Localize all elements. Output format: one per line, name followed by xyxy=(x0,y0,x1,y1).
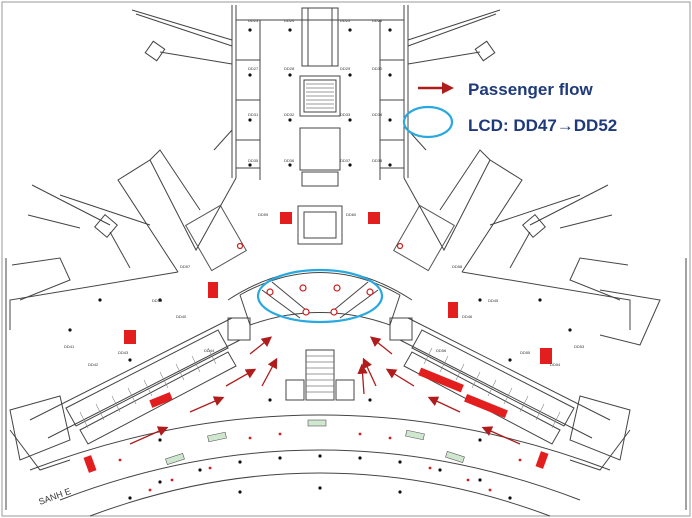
gate-code-label: DD29 xyxy=(340,66,351,71)
legend-flow-label: Passenger flow xyxy=(468,80,593,99)
gate-code-label: DD36 xyxy=(284,158,295,163)
gate-code-label: DD55 xyxy=(520,350,531,355)
gate-counters xyxy=(165,419,465,466)
gate-code-label: DD44 xyxy=(204,348,215,353)
gate-code-label: DD25 xyxy=(340,18,351,23)
gate-code-label: DD39 xyxy=(152,298,163,303)
gate-code-label: DD23 xyxy=(248,18,259,23)
gate-code-label: DD34 xyxy=(372,112,383,117)
gate-code-label: DD46 xyxy=(462,314,473,319)
gate-code-label: DD43 xyxy=(118,350,129,355)
gate-code-label: DD30 xyxy=(372,66,383,71)
gate-code-label: DD32 xyxy=(284,112,295,117)
gate-code-label: DD45 xyxy=(488,298,499,303)
lower-red-dots xyxy=(118,432,522,492)
gate-code-label: DD59 xyxy=(258,212,269,217)
gate-code-label: DD24 xyxy=(284,18,295,23)
gate-code-label: DD37 xyxy=(340,158,351,163)
passenger-flow-arrows xyxy=(129,336,521,445)
hall-label: SANH E xyxy=(37,486,72,507)
gate-code-label: DD41 xyxy=(64,344,75,349)
gate-code-label: DD35 xyxy=(248,158,259,163)
gate-code-label: DD56 xyxy=(436,348,447,353)
gate-code-label: DD33 xyxy=(340,112,351,117)
gate-code-label: DD42 xyxy=(88,362,99,367)
lower-concourse xyxy=(9,317,631,517)
gate-code-label: DD31 xyxy=(248,112,259,117)
gate-detail-right xyxy=(423,347,561,429)
legend-lcd-ellipse xyxy=(402,105,454,139)
upper-pier xyxy=(231,5,409,187)
legend-flow-arrow-head xyxy=(442,82,454,94)
gate-code-label: DD27 xyxy=(248,66,259,71)
gate-code-label: DD57 xyxy=(180,264,191,269)
gate-code-label: DD40 xyxy=(176,314,187,319)
gate-code-label: DD38 xyxy=(372,158,383,163)
gate-code-label: DD28 xyxy=(284,66,295,71)
left-wing-structure xyxy=(5,149,237,510)
gate-detail-left xyxy=(79,347,217,429)
gate-code-label: DD26 xyxy=(372,18,383,23)
lcd-screens xyxy=(83,212,552,473)
legend xyxy=(402,82,454,139)
legend-lcd-label: LCD: DD47→DD52 xyxy=(468,116,618,135)
gate-code-label: DD58 xyxy=(452,264,463,269)
gate-code-label: DD53 xyxy=(574,344,585,349)
boarding-bridges-top xyxy=(131,9,501,151)
gate-code-label: DD54 xyxy=(550,362,561,367)
right-wing-structure xyxy=(403,149,687,510)
lcd-zone-highlight xyxy=(256,268,384,324)
gate-code-label: DD60 xyxy=(346,212,357,217)
column-dots xyxy=(68,28,572,500)
lcd-markers xyxy=(236,242,404,316)
